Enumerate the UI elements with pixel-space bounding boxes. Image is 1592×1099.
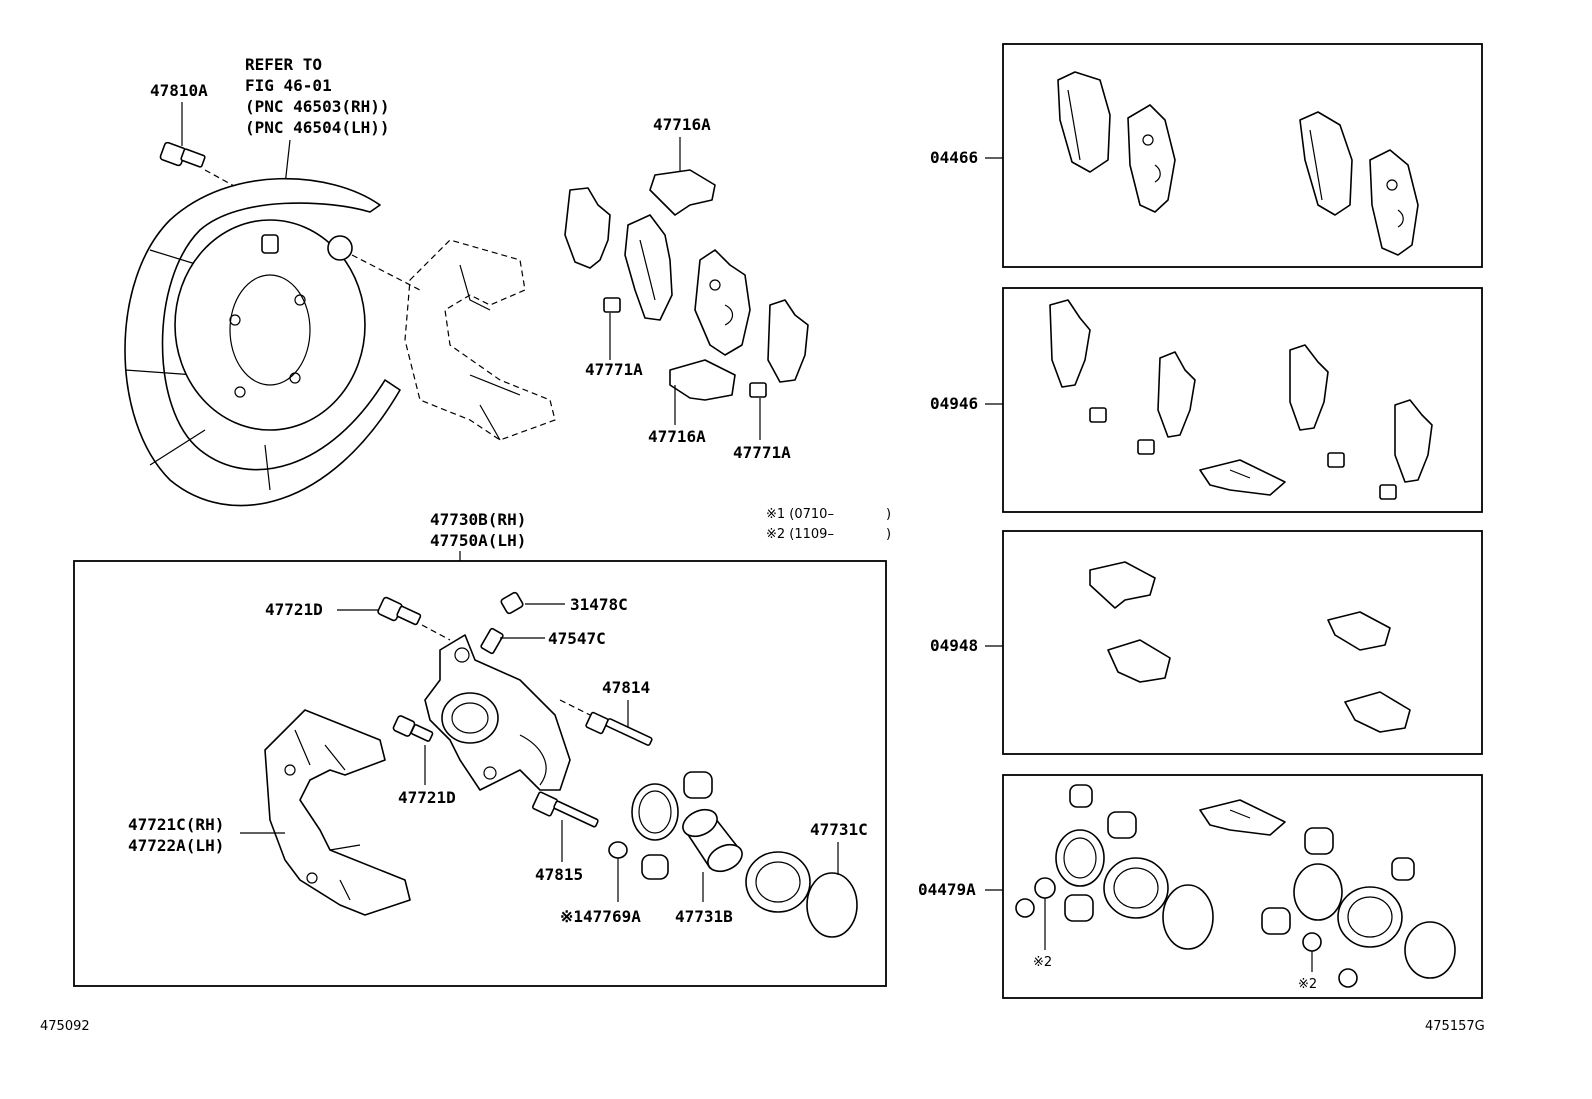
refer-line-1: REFER TO [245, 55, 322, 74]
seal-ring-inner [638, 790, 672, 834]
dash-47810A [204, 169, 246, 193]
label-47721D-bottom: 47721D [398, 788, 456, 807]
dash-cover-bracket [351, 254, 421, 291]
bushing-47769A [608, 841, 628, 859]
dash-47814 [559, 699, 591, 716]
caliper-body [424, 634, 571, 791]
boot-small-2 [641, 854, 669, 880]
clip-kit-04948 [1089, 561, 1411, 733]
seal-47731C [806, 872, 858, 938]
pin-47814 [585, 711, 653, 746]
bolt-47721D-bottom [392, 715, 434, 742]
label-47547C: 47547C [548, 629, 606, 648]
note-2-close: ) [886, 527, 891, 542]
disc-dust-cover [124, 177, 401, 507]
bleeder-47547C [480, 627, 504, 655]
clip-47716A-top [649, 169, 716, 216]
caliper-bracket-top [404, 239, 556, 441]
mounting-bracket-47721C [264, 709, 411, 916]
note2-left: ※2 [1033, 955, 1052, 970]
note-2: ※2 (1109– [766, 527, 834, 542]
refer-line-3: (PNC 46503(RH)) [245, 97, 390, 116]
note-1-close: ) [886, 507, 891, 522]
cylinder-boot-inner [755, 861, 801, 903]
kit-box-04479A [1002, 774, 1483, 999]
label-04948: 04948 [930, 636, 978, 655]
boot-small-1 [683, 771, 713, 799]
kit-box-04948 [1002, 530, 1483, 755]
label-04466: 04466 [930, 148, 978, 167]
dash-47721D-top [421, 624, 451, 641]
piston-47731B [682, 808, 743, 873]
label-47810A: 47810A [150, 81, 208, 100]
cap-31478C [500, 591, 524, 615]
label-31478C: 31478C [570, 595, 628, 614]
label-47730B: 47730B(RH) [430, 510, 526, 529]
label-47814: 47814 [602, 678, 650, 697]
refer-line-2: FIG 46-01 [245, 76, 332, 95]
label-04946: 04946 [930, 394, 978, 413]
cylinder-boot [745, 851, 811, 913]
label-47769A: ※147769A [560, 907, 641, 926]
label-47716A-top: 47716A [653, 115, 711, 134]
label-47722A: 47722A(LH) [128, 836, 224, 855]
label-47721C: 47721C(RH) [128, 815, 224, 834]
pad-kit-04466 [1057, 71, 1419, 256]
clip-47716A-bottom [669, 359, 736, 401]
pin-47815 [531, 791, 599, 828]
seal-kit-04479A [1015, 784, 1456, 988]
label-47750A: 47750A(LH) [430, 531, 526, 550]
label-47721D-top: 47721D [265, 600, 323, 619]
pad-set-upper [564, 187, 809, 383]
bolt-47810A [159, 141, 206, 168]
refer-line-4: (PNC 46504(LH)) [245, 118, 390, 137]
kit-box-04466 [1002, 43, 1483, 268]
shim-47771A-right [749, 382, 767, 398]
note-1: ※1 (0710– [766, 507, 834, 522]
label-47716A-bottom: 47716A [648, 427, 706, 446]
label-47771A-right: 47771A [733, 443, 791, 462]
caliper-assembly-box [73, 560, 887, 987]
refer-note: REFER TO FIG 46-01 (PNC 46503(RH)) (PNC … [245, 55, 390, 137]
shim-47771A-left [603, 297, 621, 313]
label-47731C: 47731C [810, 820, 868, 839]
diagram-id-right: 475157G [1425, 1019, 1485, 1034]
label-47815: 47815 [535, 865, 583, 884]
shim-kit-04946 [1049, 299, 1433, 500]
diagram-id-left: 475092 [40, 1019, 90, 1034]
label-47731B: 47731B [675, 907, 733, 926]
note2-right: ※2 [1298, 977, 1317, 992]
leader-refer [284, 139, 291, 186]
kit-box-04946 [1002, 287, 1483, 513]
label-47771A-left: 47771A [585, 360, 643, 379]
label-04479A: 04479A [918, 880, 976, 899]
bolt-47721D-top [377, 596, 422, 626]
